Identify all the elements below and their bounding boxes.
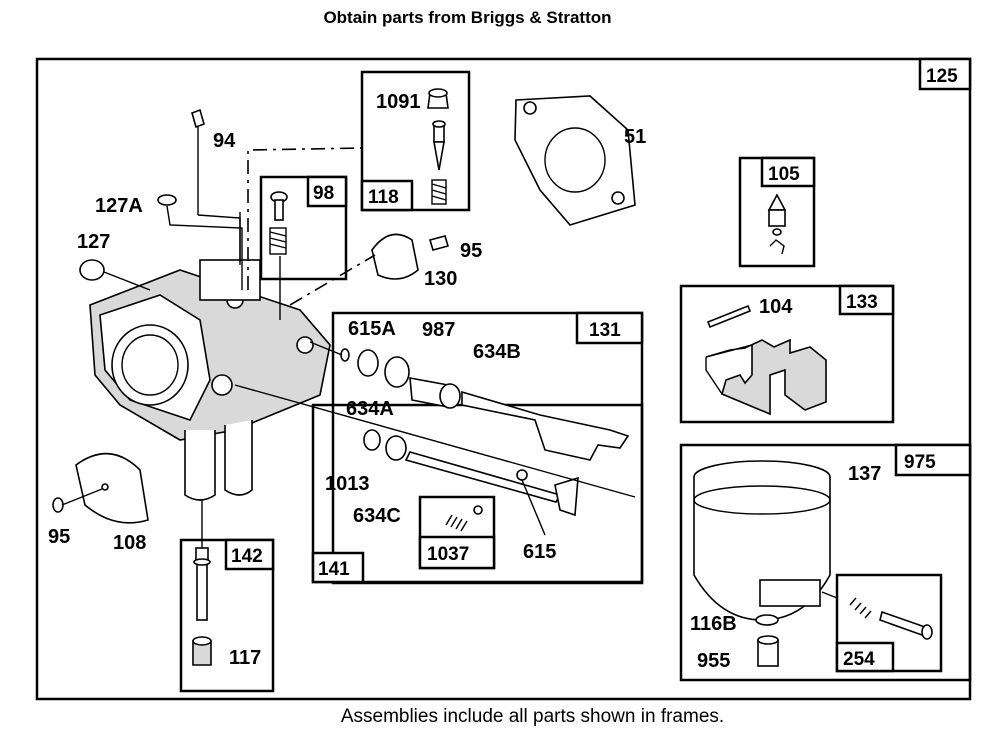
frame-tag-125[interactable] [918, 57, 972, 91]
part-label-116b[interactable]: 116B [690, 613, 737, 635]
part-label-615a[interactable]: 615A [348, 318, 396, 340]
part-label-127a[interactable]: 127A [95, 195, 143, 217]
frame-tag-141[interactable] [311, 551, 365, 584]
part-label-94[interactable]: 94 [213, 130, 236, 152]
nozzle-icon [193, 547, 211, 621]
bowl-frame [679, 443, 972, 682]
part-label-104[interactable]: 104 [759, 296, 793, 318]
idle-jet-frame [360, 70, 471, 212]
frame-tag-133[interactable] [838, 284, 895, 316]
bowl-washer-icon [755, 614, 779, 626]
part-label-95-top[interactable]: 95 [460, 240, 482, 262]
part-label-634c[interactable]: 634C [353, 505, 401, 527]
frame-label-975: 975 [904, 452, 936, 473]
idle-jet-cap-icon [427, 88, 449, 109]
frame-label-141: 141 [318, 559, 350, 580]
idle-spring-icon [431, 179, 447, 205]
carburetor-body-icon [89, 259, 331, 501]
choke-shaft-icon [363, 429, 579, 517]
part-label-634b[interactable]: 634B [473, 341, 521, 363]
throttle-stop-screw-icon [269, 191, 288, 255]
part-label-117[interactable]: 117 [229, 647, 261, 669]
throttle-screw-frame [259, 175, 348, 281]
footer-caption: Assemblies include all parts shown in fr… [340, 706, 725, 727]
float-icon [705, 338, 827, 416]
frame-label-133: 133 [846, 292, 878, 313]
part-label-95-bottom[interactable]: 95 [48, 526, 70, 548]
frame-tag-975[interactable] [894, 443, 972, 477]
frame-tag-105[interactable] [760, 156, 816, 188]
frame-tag-98[interactable] [306, 175, 348, 208]
frame-label-131: 131 [589, 320, 621, 341]
part-label-615[interactable]: 615 [523, 541, 556, 563]
frame-tag-1037[interactable] [418, 535, 496, 570]
page-title: Obtain parts from Briggs & Stratton [323, 8, 612, 27]
frame-label-98: 98 [313, 183, 334, 204]
part-label-108[interactable]: 108 [113, 532, 146, 554]
part-label-51[interactable]: 51 [624, 126, 646, 148]
choke-spring-icon [445, 505, 483, 532]
throttle-plate-screw-icon [428, 235, 450, 251]
idle-needle-icon [432, 120, 446, 171]
throttle-shaft-icon [340, 348, 630, 461]
frame-label-105: 105 [768, 164, 800, 185]
part-label-137[interactable]: 137 [848, 463, 881, 485]
part-label-987[interactable]: 987 [422, 319, 455, 341]
float-frame [679, 284, 895, 424]
welch-plug-icon [79, 259, 105, 281]
frame-label-125: 125 [926, 66, 958, 87]
frame-label-1037: 1037 [427, 544, 469, 565]
part-label-955[interactable]: 955 [697, 650, 730, 672]
frame-label-254: 254 [843, 649, 875, 670]
frame-label-142: 142 [231, 546, 263, 567]
part-label-634a[interactable]: 634A [346, 398, 394, 420]
frame-tag-254[interactable] [835, 641, 895, 673]
part-label-127[interactable]: 127 [77, 231, 110, 253]
main-jet-icon [192, 636, 212, 666]
float-needle-icon [767, 193, 787, 255]
part-label-1091[interactable]: 1091 [376, 91, 421, 113]
throttle-plate-icon [371, 233, 419, 280]
welch-plug-small-icon [157, 194, 177, 206]
choke-plate-screw-icon [52, 488, 103, 513]
gasket-icon [514, 95, 636, 226]
main-frame [35, 57, 972, 701]
float-bowl-icon [693, 460, 831, 621]
frame-tag-118[interactable] [360, 179, 414, 212]
part-label-1013[interactable]: 1013 [325, 473, 370, 495]
frame-tag-142[interactable] [224, 538, 275, 571]
part-label-130[interactable]: 130 [424, 268, 457, 290]
choke-plate-icon [75, 452, 149, 524]
bowl-nut-icon [757, 635, 779, 667]
float-pin-icon [706, 304, 752, 329]
frame-tag-131[interactable] [575, 311, 644, 345]
frame-label-118: 118 [368, 187, 399, 208]
long-screw-icon [191, 108, 205, 215]
mixture-screw-icon [849, 597, 933, 640]
leader-lines [103, 147, 838, 599]
